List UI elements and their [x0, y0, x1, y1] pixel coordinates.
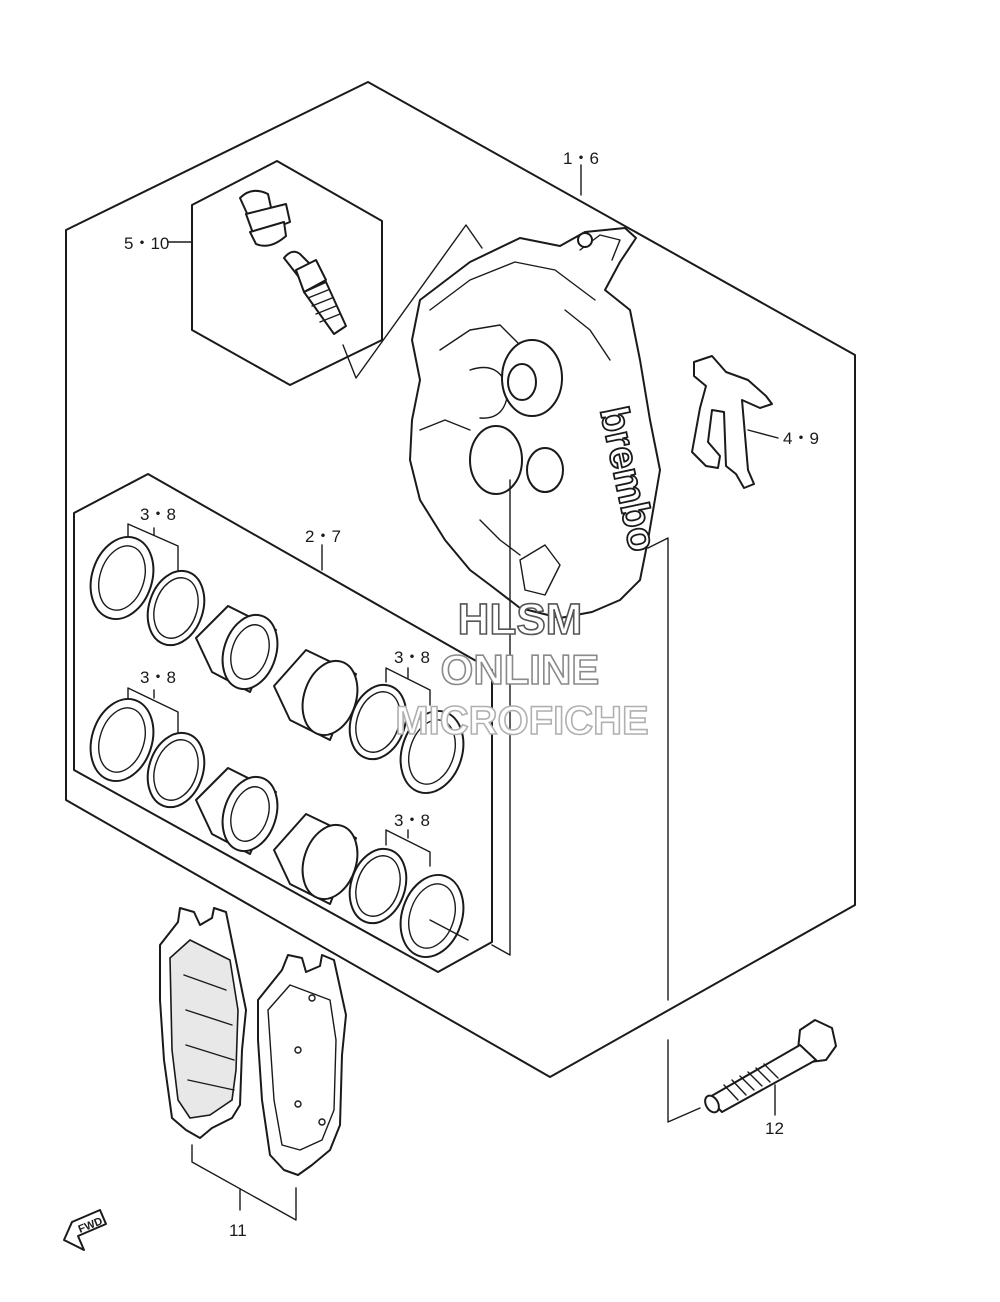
label-seal-bottom-right: 3・8	[394, 811, 430, 830]
seal-brackets	[127, 523, 431, 867]
piston-icon	[195, 605, 279, 693]
seal-ring-icon	[89, 697, 155, 783]
label-bolt: 12	[765, 1119, 784, 1138]
piston-icon	[273, 649, 359, 741]
bleeder-set-box	[167, 160, 483, 386]
piston-box-leader	[491, 479, 511, 956]
piston-icon	[195, 767, 279, 855]
piston-seal-box	[73, 473, 493, 973]
assembly-outline	[65, 81, 856, 1078]
bleeder-screw-icon	[283, 250, 347, 335]
label-caliper-assy: 1・6	[563, 149, 599, 168]
watermark: HLSM ONLINE MICROFICHE	[395, 594, 650, 744]
seal-ring-icon	[146, 731, 206, 809]
bolt-leader-box	[647, 537, 776, 1123]
brake-pad-inner-icon	[257, 954, 347, 1176]
seal-ring-icon	[146, 569, 206, 647]
seal-ring-icon	[399, 873, 469, 959]
forward-direction-arrow-icon: FWD	[63, 1209, 107, 1251]
pistons	[195, 605, 359, 905]
caliper-body-icon: brembo	[409, 227, 666, 619]
pad-spring-icon	[691, 355, 779, 489]
label-pad-spring: 4・9	[783, 429, 819, 448]
watermark-line-2: ONLINE	[441, 646, 600, 693]
label-piston-set: 2・7	[305, 527, 341, 546]
label-seal-mid-right: 3・8	[394, 648, 430, 667]
watermark-line-1: HLSM	[458, 595, 583, 644]
label-bleeder-set: 5・10	[124, 234, 169, 253]
watermark-line-3: MICROFICHE	[395, 699, 648, 743]
label-seal-mid-left: 3・8	[140, 668, 176, 687]
seal-ring-icon	[399, 709, 465, 795]
brake-pad-outer-icon	[159, 907, 247, 1139]
bleeder-cap-icon	[239, 189, 291, 247]
part-labels: 1・6 5・10 4・9 2・7 3・8 3・8 3・8 3・8 11 12	[124, 149, 819, 1240]
pad-set-bracket	[191, 1144, 297, 1221]
seal-ring-icon	[89, 535, 155, 621]
piston-seals	[89, 535, 469, 959]
piston-icon	[273, 813, 359, 905]
caliper-bolt-icon	[704, 1019, 837, 1114]
label-seal-top-left: 3・8	[140, 505, 176, 524]
label-pad-set: 11	[229, 1221, 247, 1240]
